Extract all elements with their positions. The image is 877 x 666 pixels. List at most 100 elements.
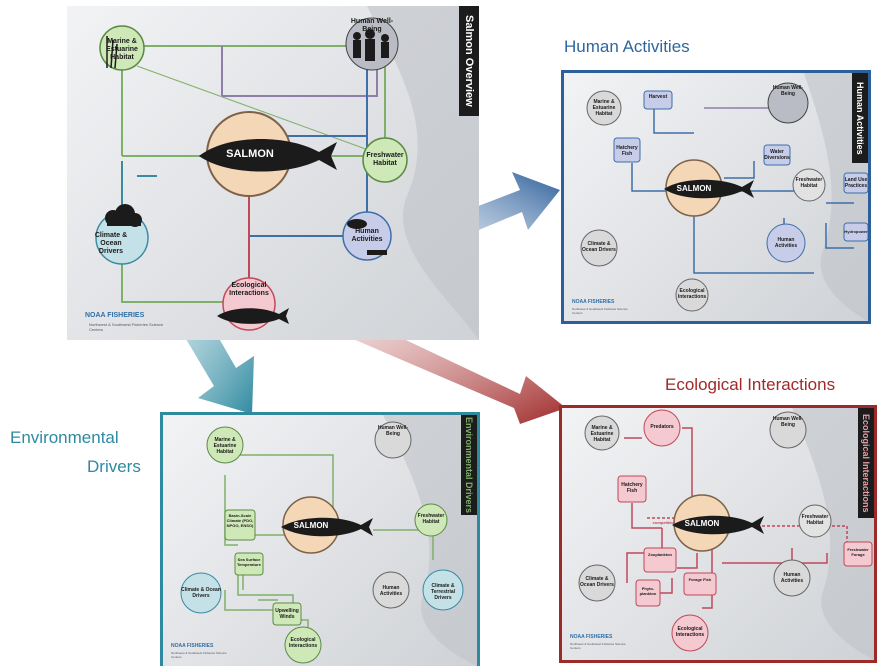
ha-salmon-icon (664, 179, 754, 199)
eco-zooplankton-box[interactable] (643, 547, 677, 573)
ha-climate-node[interactable] (580, 229, 618, 267)
env-ecological-node[interactable] (284, 626, 322, 664)
freshwater-habitat-node[interactable] (362, 137, 408, 183)
eco-climate-node[interactable] (578, 564, 616, 602)
eco-wellbeing-label: Human Well-Being (772, 416, 804, 428)
env-noaa-sub: Northwest & Southwest Fisheries Science … (171, 651, 227, 659)
ha-harvest-box[interactable] (643, 90, 673, 110)
env-freshwater-node[interactable] (414, 503, 448, 537)
ecological-interactions-tab-label: Ecological Interactions (858, 408, 874, 518)
overview-human-activities-label: Human Activities (351, 228, 383, 243)
overview-noaa-logo: NOAA FISHERIES (85, 312, 145, 319)
env-climate-label: Climate & Ocean Drivers (181, 587, 221, 599)
ha-land-use-box[interactable] (843, 172, 868, 194)
ha-freshwater-label: Freshwater Habitat (795, 177, 823, 189)
eco-phyto-box[interactable] (635, 579, 661, 607)
ha-ecological-label: Ecological Interactions (677, 288, 707, 300)
people-icon (353, 29, 389, 61)
eco-predators-node[interactable] (643, 409, 681, 447)
grass-icon (106, 36, 118, 69)
ha-salmon-label: SALMON (676, 184, 712, 193)
ha-wellbeing-label: Human Well-Being (772, 85, 804, 97)
overview-marine-label: Marine & Estuarine Habitat (106, 38, 138, 61)
environmental-drivers-tab-label: Environmental Drivers (461, 415, 477, 515)
environmental-drivers-network (180, 415, 477, 666)
eco-salmon-icon (672, 515, 764, 535)
env-wellbeing-node[interactable] (374, 421, 412, 459)
ha-water-label: Water Diversions (764, 149, 790, 161)
env-freshwater-label: Freshwater Habitat (417, 513, 445, 525)
environmental-drivers-heading-1: Environmental (10, 428, 119, 447)
eco-ecological-label: Ecological Interactions (675, 626, 705, 638)
ha-climate-label: Climate & Ocean Drivers (582, 241, 616, 253)
ha-noaa-sub: Northwest & Southwest Fisheries Science … (572, 307, 628, 315)
ha-wellbeing-node[interactable] (767, 82, 809, 124)
env-wellbeing-label: Human Well-Being (377, 425, 409, 437)
env-marine-label: Marine & Estuarine Habitat (213, 437, 237, 455)
eco-noaa-logo: NOAA FISHERIES (570, 634, 613, 640)
eco-freshwater-label: Freshwater Habitat (801, 514, 829, 526)
env-marine-node[interactable] (206, 426, 244, 464)
env-upwelling-box[interactable] (272, 602, 302, 626)
env-salmon-label: SALMON (293, 521, 329, 530)
env-climate-node[interactable] (180, 572, 222, 614)
ha-human-activities-label: Human Activities (774, 237, 798, 249)
ecological-interactions-heading: Ecological Interactions (665, 375, 836, 394)
eco-ecological-node[interactable] (671, 614, 709, 652)
ha-human-activities-node[interactable] (766, 223, 806, 263)
pink-salmon-icon (217, 308, 289, 324)
eco-predators-label: Predators (650, 424, 674, 430)
eco-freshwater-forage-box[interactable] (843, 541, 873, 567)
ecological-interactions-panel: Ecological Interactions SALMON Marine & … (559, 405, 877, 663)
overview-network (95, 6, 479, 340)
ha-freshwater-node[interactable] (792, 168, 826, 202)
ha-hatchery-box[interactable] (613, 137, 641, 163)
eco-climate-label: Climate & Ocean Drivers (580, 576, 614, 588)
eco-forage-fish-label: Forage Fish (688, 577, 712, 582)
ha-hydropower-box[interactable] (843, 222, 868, 242)
overview-freshwater-label: Freshwater Habitat (366, 152, 404, 167)
env-human-activities-label: Human Activities (379, 585, 403, 597)
env-ecological-label: Ecological Interactions (288, 637, 318, 649)
env-terrestrial-node[interactable] (422, 569, 464, 611)
eco-human-activities-label: Human Activities (780, 572, 804, 584)
human-activities-heading: Human Activities (564, 37, 690, 56)
cloud-icon (105, 204, 142, 227)
ha-ecological-node[interactable] (675, 278, 709, 312)
eco-hatchery-box[interactable] (617, 475, 647, 503)
eco-zooplankton-label: Zooplankton (648, 552, 672, 557)
eco-freshwater-forage-label: Freshwater Forage (847, 547, 869, 557)
ha-noaa-logo: NOAA FISHERIES (572, 299, 615, 305)
env-sst-box[interactable] (234, 552, 264, 576)
eco-wellbeing-node[interactable] (769, 411, 807, 449)
eco-human-activities-node[interactable] (773, 559, 811, 597)
env-upwelling-label: Upwelling Winds (275, 608, 299, 620)
ha-marine-node[interactable] (586, 90, 622, 126)
ha-land-use-label: Land Use Practices (844, 177, 868, 189)
overview-climate-label: Climate & Ocean Drivers (94, 232, 128, 255)
ha-water-box[interactable] (763, 144, 791, 166)
eco-hatchery-label: Hatchery Fish (621, 482, 643, 494)
overview-tab-label: Salmon Overview (459, 6, 479, 116)
eco-forage-fish-box[interactable] (683, 572, 717, 596)
environmental-drivers-panel: Environmental Drivers SALMON Marine & Es… (160, 412, 480, 666)
env-salmon-icon (281, 517, 373, 537)
overview-salmon-label: SALMON (226, 148, 274, 160)
env-basin-label: Basin-Scale Climate (PDO, NPGO, ENSO) (226, 513, 254, 528)
overview-noaa-sub: Northwest & Southwest Fisheries Science … (89, 322, 164, 332)
env-basin-box[interactable] (224, 509, 256, 541)
env-sst-label: Sea Surface Temperature (237, 557, 261, 567)
overview-ecological-label: Ecological Interactions (229, 282, 269, 297)
eco-competition-label: competition (652, 520, 676, 525)
diver-icon (347, 219, 387, 255)
env-human-activities-node[interactable] (372, 571, 410, 609)
eco-marine-node[interactable] (584, 415, 620, 451)
overview-panel: Salmon Overview SALMON Marine & Estuarin… (67, 6, 479, 340)
ha-hatchery-label: Hatchery Fish (616, 145, 638, 157)
eco-freshwater-node[interactable] (798, 504, 832, 538)
overview-wellbeing-label: Human Well-Being (350, 18, 394, 33)
environmental-drivers-heading-2: Drivers (87, 457, 141, 476)
ecological-interactions-network (578, 408, 874, 660)
eco-marine-label: Marine & Estuarine Habitat (590, 425, 614, 443)
env-noaa-logo: NOAA FISHERIES (171, 643, 214, 649)
